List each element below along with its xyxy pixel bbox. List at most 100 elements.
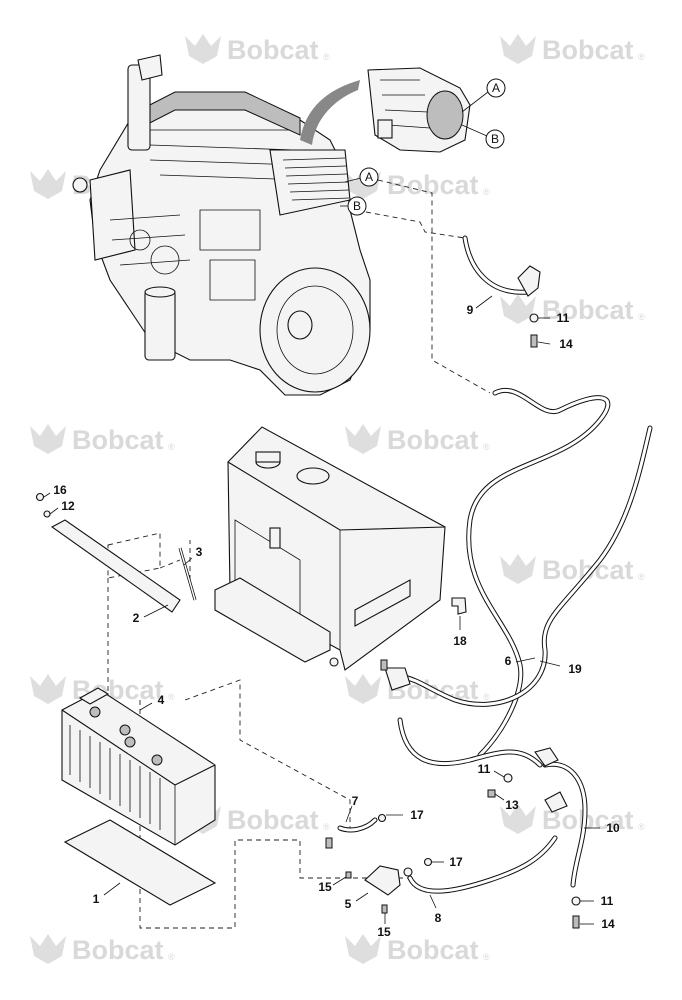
part-label-14-top: 14 <box>537 337 573 351</box>
part-label-7: 7 <box>345 794 359 823</box>
part-label-15-top: 15 <box>318 876 347 894</box>
bobcat-watermark-logo: Bobcat ® <box>500 34 645 65</box>
part-label-11-mid: 11 <box>478 762 505 778</box>
svg-text:13: 13 <box>505 798 519 812</box>
solenoid-5 <box>345 865 413 914</box>
svg-text:19: 19 <box>568 662 582 676</box>
registered-mark: ® <box>483 692 490 702</box>
part-label-1: 1 <box>93 882 121 906</box>
registered-mark: ® <box>638 822 645 832</box>
bobcat-watermark-text: Bobcat <box>542 35 634 65</box>
svg-text:4: 4 <box>158 693 165 707</box>
bobcat-head-icon <box>500 554 536 584</box>
registered-mark: ® <box>168 692 175 702</box>
part-label-18: 18 <box>453 616 467 648</box>
registered-mark: ® <box>638 572 645 582</box>
bobcat-watermark-text: Bobcat <box>387 425 479 455</box>
svg-text:17: 17 <box>410 808 424 822</box>
callout-a-engine-label: A <box>365 170 373 184</box>
leader-b <box>365 211 466 239</box>
registered-mark: ® <box>323 822 330 832</box>
callout-b-engine-label: B <box>353 199 361 213</box>
svg-text:11: 11 <box>601 894 614 908</box>
bobcat-head-icon <box>185 34 221 64</box>
svg-text:18: 18 <box>453 634 467 648</box>
cable-10 <box>487 747 588 929</box>
bobcat-head-icon <box>500 34 536 64</box>
bobcat-head-icon <box>30 169 66 199</box>
svg-text:1: 1 <box>93 892 100 906</box>
part-label-5: 5 <box>345 892 369 911</box>
registered-mark: ® <box>168 952 175 962</box>
callout-b-label: B <box>491 132 499 146</box>
svg-text:9: 9 <box>467 303 474 317</box>
callout-b-engine: B <box>340 196 367 216</box>
svg-text:10: 10 <box>606 821 620 835</box>
svg-text:8: 8 <box>435 911 442 925</box>
bobcat-watermark-logo: Bobcat ® <box>500 554 645 585</box>
part-label-3: 3 <box>183 545 203 566</box>
rod-3 <box>178 547 197 601</box>
svg-text:5: 5 <box>345 897 352 911</box>
svg-text:11: 11 <box>557 311 570 325</box>
part-label-11-bottom: 11 <box>580 894 614 908</box>
bobcat-watermark-logo: Bobcat® <box>500 804 645 835</box>
registered-mark: ® <box>323 52 330 62</box>
svg-text:3: 3 <box>196 545 203 559</box>
callout-a-top: A <box>461 78 506 113</box>
bobcat-watermark-text: Bobcat <box>387 935 479 965</box>
svg-text:17: 17 <box>449 855 463 869</box>
part-label-8: 8 <box>429 894 442 925</box>
bobcat-head-icon <box>345 674 381 704</box>
bobcat-watermark-text: Bobcat <box>227 35 319 65</box>
part-label-4: 4 <box>139 693 165 711</box>
part-label-12: 12 <box>49 499 75 515</box>
bobcat-watermark-text: Bobcat <box>72 935 164 965</box>
bobcat-watermark-text: Bobcat <box>387 170 479 200</box>
part-label-10: 10 <box>584 821 620 835</box>
hold-down-bar-2 <box>35 492 181 613</box>
cable-6 <box>380 425 653 707</box>
part-label-6: 6 <box>505 654 536 668</box>
svg-text:11: 11 <box>478 762 491 776</box>
bobcat-head-icon <box>500 804 536 834</box>
bobcat-watermark-logo: Bobcat ® <box>30 934 175 965</box>
cable-7 <box>325 813 433 867</box>
bobcat-watermark-logo: Bobcat® <box>185 804 330 835</box>
bobcat-watermark-logo: Bobcat ® <box>345 934 490 965</box>
leader-a <box>377 179 491 394</box>
registered-mark: ® <box>168 442 175 452</box>
bobcat-head-icon <box>30 424 66 454</box>
bobcat-watermark-logo: Bobcat® <box>500 294 645 325</box>
bobcat-head-icon <box>345 424 381 454</box>
engine-assembly <box>72 54 371 396</box>
bobcat-head-icon <box>345 934 381 964</box>
bobcat-watermark-logo: Bobcat® <box>30 424 175 455</box>
registered-mark: ® <box>638 312 645 322</box>
fuel-tank <box>214 426 446 671</box>
callout-a-engine: A <box>344 167 379 187</box>
part-label-14-bottom: 14 <box>580 917 615 931</box>
registered-mark: ® <box>483 952 490 962</box>
detail-arrow <box>300 80 360 145</box>
bobcat-watermark-logo: Bobcat® <box>345 674 490 705</box>
bobcat-watermark-text: Bobcat <box>542 555 634 585</box>
battery-mat-1 <box>63 819 217 906</box>
svg-text:15: 15 <box>377 925 391 939</box>
bobcat-head-icon <box>30 674 66 704</box>
registered-mark: ® <box>483 442 490 452</box>
registered-mark: ® <box>638 52 645 62</box>
svg-text:16: 16 <box>53 483 67 497</box>
battery-4 <box>61 687 216 846</box>
part-label-17-bottom: 17 <box>432 855 463 869</box>
part-label-17-top: 17 <box>386 808 424 822</box>
svg-text:2: 2 <box>133 611 140 625</box>
part-number-layer: 1 2 3 4 5 6 7 8 9 10 11 11 11 12 13 14 1… <box>43 295 620 939</box>
bobcat-head-icon <box>500 294 536 324</box>
svg-text:14: 14 <box>601 917 615 931</box>
registered-mark: ® <box>483 187 490 197</box>
svg-text:12: 12 <box>61 499 75 513</box>
bobcat-watermark-logo: Bobcat ® <box>345 424 490 455</box>
